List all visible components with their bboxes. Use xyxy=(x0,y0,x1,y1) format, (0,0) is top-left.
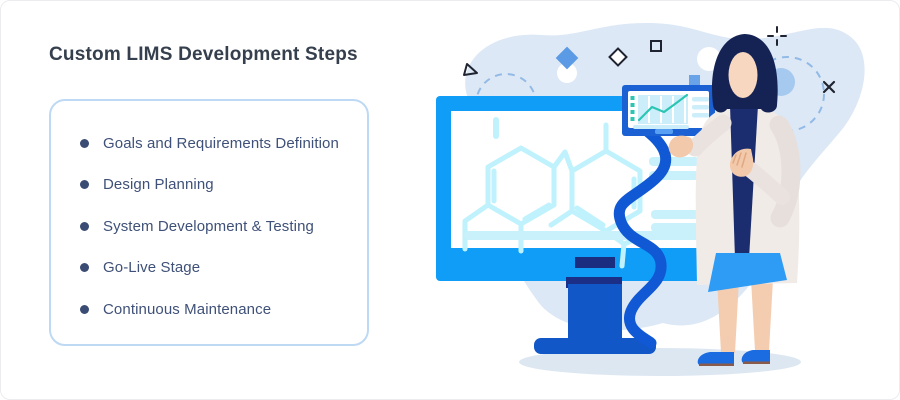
bullet-icon xyxy=(80,221,89,231)
cable xyxy=(613,125,672,349)
step-label: System Development & Testing xyxy=(103,217,314,235)
tablet-connector xyxy=(689,75,700,86)
monitor-stand xyxy=(534,277,656,354)
scientist-forearm xyxy=(743,162,790,205)
page-title: Custom LIMS Development Steps xyxy=(49,44,358,65)
tablet-monitor xyxy=(622,75,715,136)
step-label: Go-Live Stage xyxy=(103,259,201,276)
triangle-outline-icon xyxy=(463,63,478,76)
tablet-button xyxy=(655,129,673,134)
scientist-shoes xyxy=(697,350,770,366)
face xyxy=(728,52,758,98)
tablet-chart-line xyxy=(637,93,689,122)
molecule-structure xyxy=(462,122,647,269)
step-item-goals: Goals and Requirements Definition xyxy=(51,131,367,155)
step-item-golive: Go-Live Stage xyxy=(51,256,367,280)
steps-panel: Goals and Requirements Definition Design… xyxy=(49,99,369,346)
bullet-icon xyxy=(80,138,89,148)
bullet-icon xyxy=(80,304,89,314)
tablet-bullets xyxy=(630,96,635,121)
screen-accent-line xyxy=(493,117,499,139)
scientist-legs xyxy=(717,279,773,353)
navy-top xyxy=(730,105,758,259)
step-item-maintenance: Continuous Maintenance xyxy=(51,297,367,321)
scientist-right-arm xyxy=(769,115,801,228)
square-outline-icon xyxy=(650,40,662,52)
tablet-text-lines xyxy=(633,97,709,129)
hair-fringe xyxy=(727,38,763,65)
bullet-icon xyxy=(80,180,89,189)
step-label: Goals and Requirements Definition xyxy=(103,134,339,152)
scientist xyxy=(668,34,801,366)
step-item-design: Design Planning xyxy=(51,173,367,197)
crosshair-icon xyxy=(767,26,787,46)
hand-finger-lines xyxy=(732,152,747,168)
white-circle xyxy=(557,63,577,83)
diamond-outline-icon xyxy=(608,47,628,67)
x-icon xyxy=(822,80,836,94)
step-label: Continuous Maintenance xyxy=(103,300,272,318)
skirt xyxy=(708,253,787,292)
monitor-button xyxy=(575,257,615,268)
step-item-development: System Development & Testing xyxy=(51,214,367,238)
lims-illustration xyxy=(431,11,899,391)
bullet-icon xyxy=(80,263,89,272)
step-label: Design Planning xyxy=(103,176,214,193)
hand-holding-tablet xyxy=(668,135,694,158)
scientist-left-arm xyxy=(686,114,732,157)
